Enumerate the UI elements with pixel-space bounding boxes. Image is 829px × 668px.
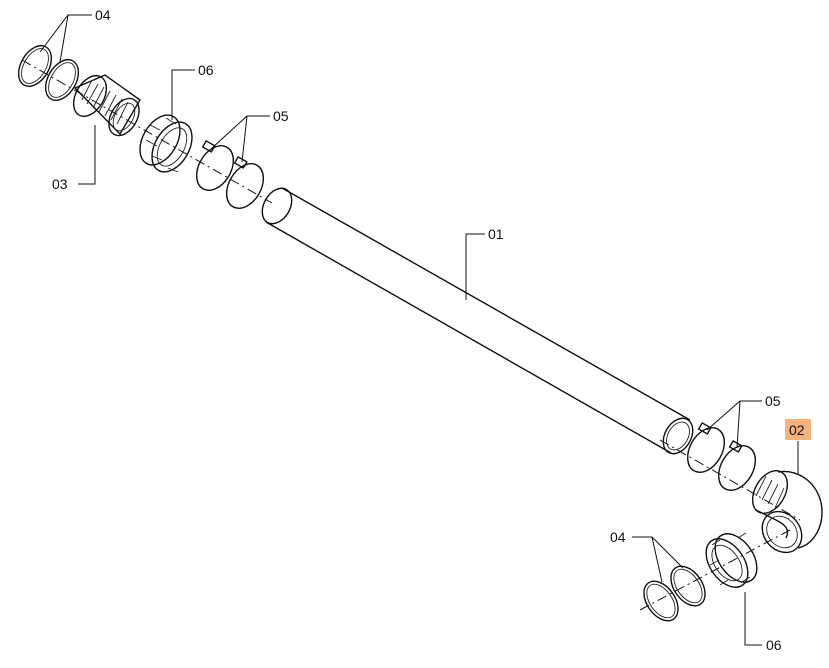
callout-03: 03 (52, 176, 68, 192)
leader-04-bottom (632, 536, 684, 583)
o-ring-bottom-1 (643, 580, 679, 622)
callout-01: 01 (488, 226, 504, 242)
leader-06-bottom (744, 592, 762, 646)
callout-05-top: 05 (273, 108, 289, 124)
o-ring-top-1 (17, 45, 53, 87)
leader-04-top (39, 14, 92, 63)
leader-06-top (171, 69, 195, 120)
callout-05-bottom: 05 (765, 393, 781, 409)
callout-06-top: 06 (198, 62, 214, 78)
hose-clamp-top-1 (195, 139, 235, 191)
callout-04-top: 04 (95, 7, 111, 23)
callout-02-highlight (785, 419, 811, 440)
leader-03 (78, 125, 96, 185)
callout-04-bottom: 04 (610, 529, 626, 545)
o-ring-top-2 (44, 59, 80, 101)
straight-pipe (261, 187, 694, 455)
callout-02: 02 (789, 422, 805, 438)
o-ring-bottom-2 (670, 565, 706, 607)
pipe-elbow (751, 470, 823, 554)
leader-05-bottom (706, 400, 762, 449)
union-nut-top (139, 114, 193, 173)
hose-clamp-bottom-1 (686, 421, 726, 473)
adapter-sleeve (72, 74, 141, 137)
callout-06-bottom: 06 (766, 637, 782, 653)
assembly-axis-lower (639, 529, 791, 611)
leader-05-top (211, 115, 270, 163)
leader-01 (465, 233, 485, 300)
union-nut-bottom (705, 532, 758, 588)
